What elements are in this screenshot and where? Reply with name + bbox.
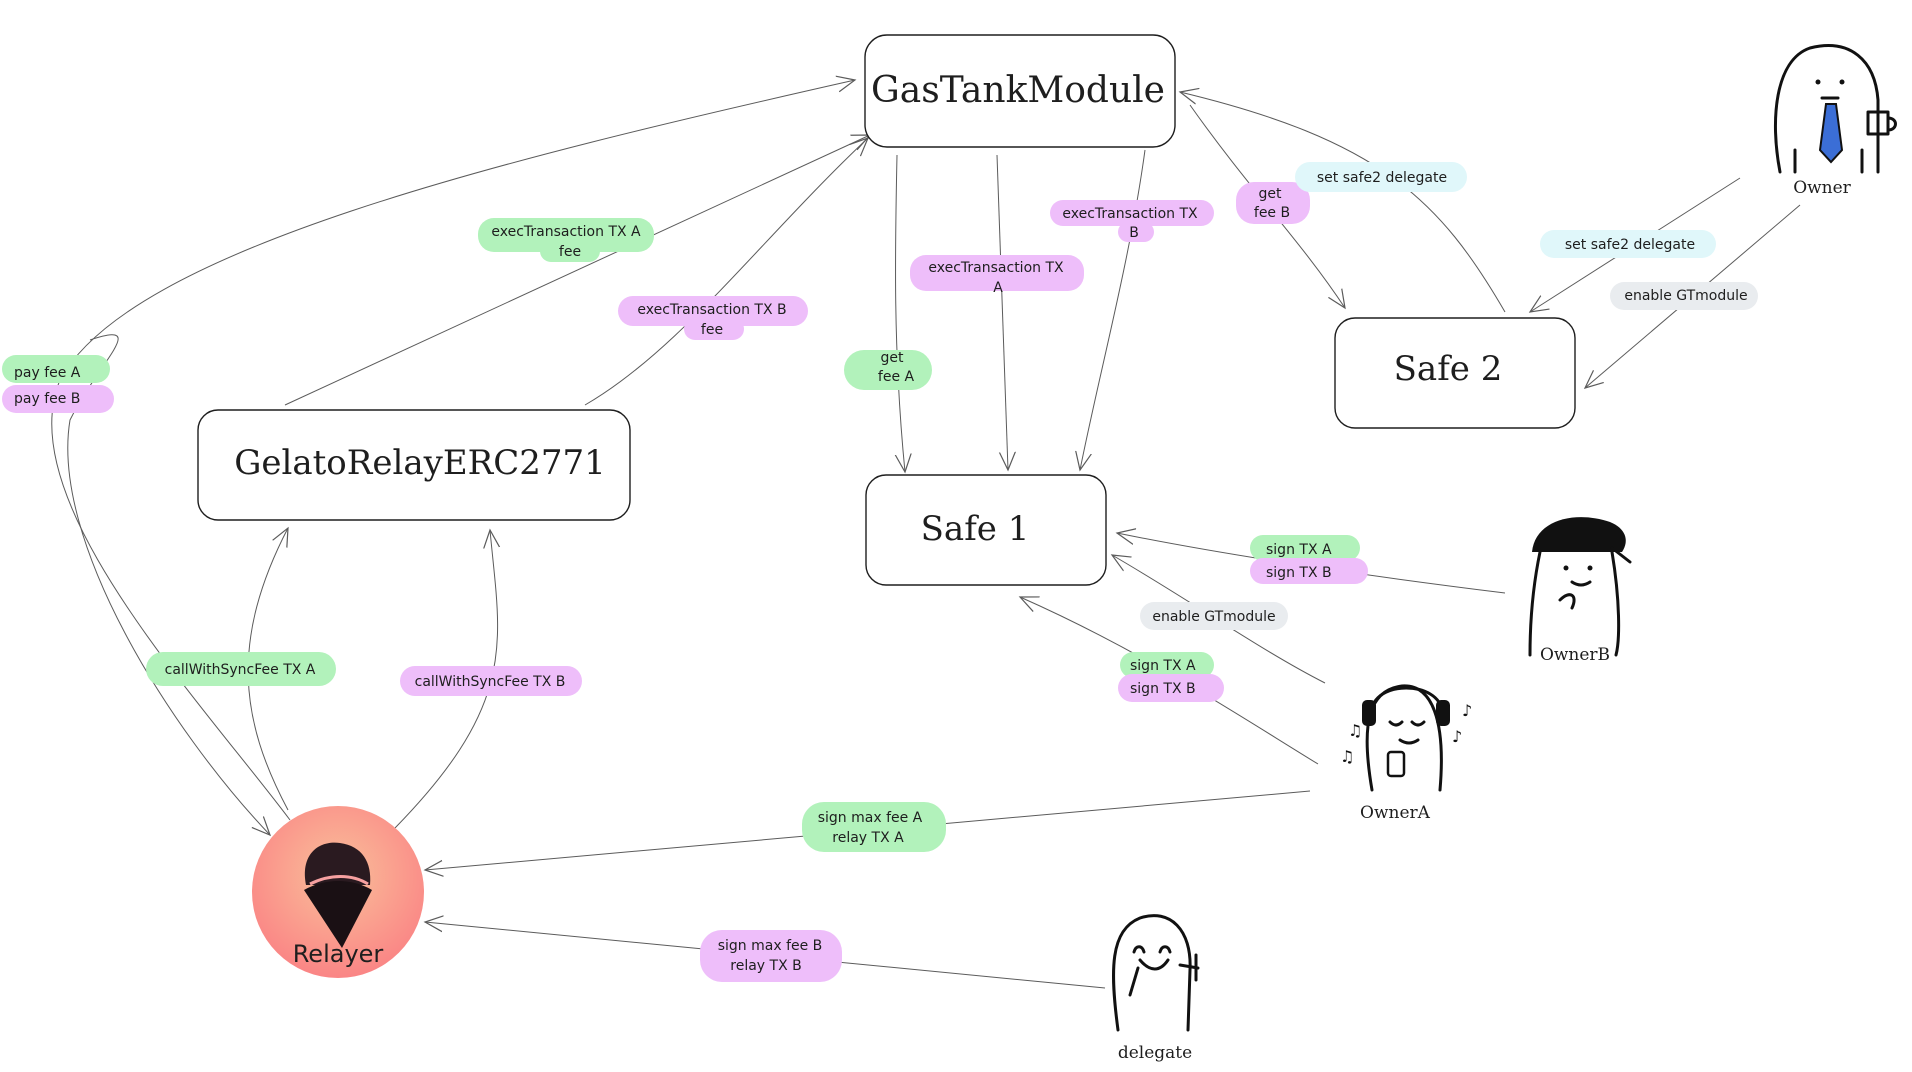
relay-tx-b-text: relay TX B <box>730 958 801 974</box>
relay-tx-a-text: relay TX A <box>832 830 904 846</box>
label-enable-gtmodule-safe2: enable GTmodule <box>1610 282 1758 310</box>
delegate-figure-icon <box>1111 914 1200 1032</box>
edge-gastank-to-safe1-exec-a <box>996 154 1008 470</box>
edge-safe2-to-gastank <box>1180 92 1506 313</box>
label-sign-max-fee-b: sign max fee B relay TX B <box>700 930 842 982</box>
set-safe2-delegate-top-text: set safe2 delegate <box>1317 170 1447 186</box>
ownera-sign-tx-a-text: sign TX A <box>1130 658 1196 674</box>
label-enable-gtmodule-safe1: enable GTmodule <box>1140 602 1288 630</box>
delegate-actor[interactable]: delegate <box>1111 914 1200 1063</box>
label-get-fee-a: get fee A <box>844 350 932 390</box>
label-sign-max-fee-a: sign max fee A relay TX A <box>802 802 946 852</box>
owner-a-name: OwnerA <box>1360 803 1431 823</box>
edge-gelato-to-gastank-a <box>284 135 870 406</box>
gelato-relay-title: GelatoRelayERC2771 <box>234 443 606 483</box>
get-fee-a-line2: fee A <box>878 369 915 385</box>
owner-actor[interactable]: Owner <box>1773 44 1897 198</box>
exec-tx-b-fee-line2: fee <box>701 322 723 338</box>
safe2-node[interactable]: Safe 2 <box>1334 317 1576 429</box>
call-sync-fee-b-text: callWithSyncFee TX B <box>415 674 566 690</box>
label-call-sync-fee-b: callWithSyncFee TX B <box>400 666 582 696</box>
label-set-safe2-delegate-top: set safe2 delegate <box>1295 162 1467 192</box>
edge-gastank-to-safe1-getfee <box>895 154 905 472</box>
delegate-name: delegate <box>1118 1043 1192 1063</box>
pay-fee-b-text: pay fee B <box>14 391 80 407</box>
label-exec-tx-b-fee: execTransaction TX B fee <box>618 296 808 340</box>
owner-b-actor[interactable]: OwnerB <box>1528 517 1632 665</box>
edge-gelato-to-gastank-b <box>584 138 868 406</box>
music-note-icon: ♫ <box>1348 721 1362 740</box>
call-sync-fee-a-text: callWithSyncFee TX A <box>165 662 316 678</box>
music-note-icon: ♪ <box>1462 701 1472 720</box>
sign-max-fee-a-text: sign max fee A <box>818 810 923 826</box>
safe1-node[interactable]: Safe 1 <box>865 474 1107 586</box>
sign-max-fee-b-text: sign max fee B <box>718 938 823 954</box>
gelato-relay-node[interactable]: GelatoRelayERC2771 <box>197 409 631 521</box>
exec-tx-a-line1: execTransaction TX <box>928 260 1064 276</box>
pay-fee-a-text: pay fee A <box>14 365 81 381</box>
edge-gastank-to-safe1-exec-b <box>1080 149 1146 470</box>
label-pay-fee: pay fee A pay fee B <box>2 355 114 413</box>
get-fee-a-line1: get <box>881 350 905 366</box>
exec-tx-b-fee-line1: execTransaction TX B <box>637 302 786 318</box>
relayer-label: Relayer <box>293 940 384 968</box>
enable-gtmodule-safe1-text: enable GTmodule <box>1152 609 1275 625</box>
exec-tx-b-line2: B <box>1129 225 1139 241</box>
owner-figure-icon <box>1773 44 1897 174</box>
exec-tx-a-fee-line2: fee <box>559 244 581 260</box>
relayer-logo-icon <box>304 842 372 948</box>
label-exec-tx-b: execTransaction TX B <box>1050 200 1214 242</box>
label-exec-tx-a: execTransaction TX A <box>910 255 1084 296</box>
ownerb-sign-tx-a-text: sign TX A <box>1266 542 1332 558</box>
music-note-icon: ♫ <box>1340 747 1354 766</box>
safe2-title: Safe 2 <box>1394 349 1503 389</box>
exec-tx-b-line1: execTransaction TX <box>1062 206 1198 222</box>
label-ownerb-sign: sign TX A sign TX B <box>1250 535 1368 584</box>
enable-gtmodule-safe2-text: enable GTmodule <box>1624 288 1747 304</box>
label-exec-tx-a-fee: execTransaction TX A fee <box>478 218 654 262</box>
edge-gastank-to-relayer <box>67 334 270 835</box>
label-set-safe2-delegate-owner: set safe2 delegate <box>1540 230 1716 258</box>
safe1-title: Safe 1 <box>921 509 1030 549</box>
owner-b-name: OwnerB <box>1540 645 1610 665</box>
gastank-module-title: GasTankModule <box>871 70 1165 111</box>
exec-tx-a-fee-line1: execTransaction TX A <box>491 224 641 240</box>
ownerb-sign-tx-b-text: sign TX B <box>1266 565 1332 581</box>
music-note-icon: ♪ <box>1452 727 1462 746</box>
get-fee-b-line1: get <box>1259 186 1283 202</box>
owner-a-actor[interactable]: ♫ ♫ ♪ ♪ OwnerA <box>1340 684 1472 823</box>
relayer-node[interactable]: Relayer <box>252 806 424 978</box>
label-get-fee-b: get fee B <box>1236 182 1310 224</box>
edge-labels: pay fee A pay fee B execTransaction TX A… <box>2 162 1758 982</box>
ownera-sign-tx-b-text: sign TX B <box>1130 681 1196 697</box>
label-call-sync-fee-a: callWithSyncFee TX A <box>146 652 336 686</box>
gastank-module-node[interactable]: GasTankModule <box>864 34 1176 148</box>
owner-name: Owner <box>1793 178 1851 198</box>
owner-a-figure-icon: ♫ ♫ ♪ ♪ <box>1340 684 1472 792</box>
exec-tx-a-line2: A <box>993 280 1003 296</box>
set-safe2-delegate-owner-text: set safe2 delegate <box>1565 237 1695 253</box>
get-fee-b-line2: fee B <box>1254 205 1290 221</box>
label-ownera-sign: sign TX A sign TX B <box>1118 652 1224 702</box>
owner-b-figure-icon <box>1528 517 1632 657</box>
